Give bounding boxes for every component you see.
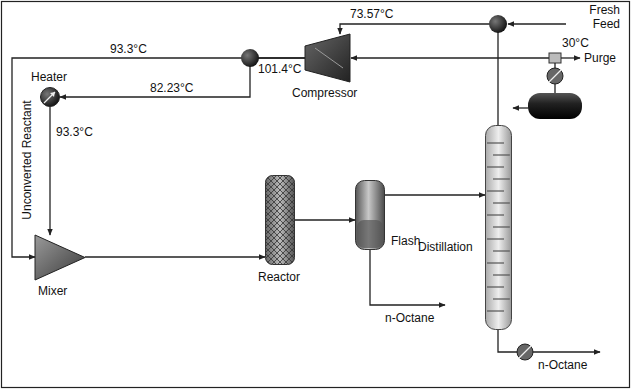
equipment-label: Flash (391, 234, 420, 248)
equipment-label: Heater (31, 70, 67, 84)
process-stream (60, 58, 305, 97)
equipment-node: Flash (355, 180, 385, 250)
equipment-node: Reactor (265, 175, 295, 265)
equipment-symbol (485, 125, 512, 330)
equipment-node: Heater (40, 87, 60, 107)
condenser (547, 68, 563, 84)
equipment-node: Compressor (305, 34, 350, 82)
flash-outlet (370, 250, 445, 305)
purge-line (561, 57, 580, 58)
process-stream (12, 58, 305, 257)
reflux-drum (528, 93, 582, 119)
condenser-arrow (549, 70, 561, 82)
stream-label: n-Octane (538, 358, 587, 372)
equipment-label: Reactor (258, 270, 300, 284)
recycle-line (351, 57, 549, 58)
stream-label: n-Octane (385, 311, 434, 325)
stream-label: 30°C (562, 36, 589, 50)
process-stream (85, 256, 265, 257)
stream-label: Purge (584, 51, 616, 65)
equipment-label: Mixer (38, 284, 67, 298)
stream-label: 93.3°C (110, 42, 147, 56)
equipment-symbol (305, 34, 350, 82)
reflux-line (513, 107, 528, 108)
equipment-node: Distillation (485, 125, 512, 330)
equipment-label: Compressor (292, 86, 357, 100)
process-stream (385, 194, 485, 195)
stream-label: Fresh Feed (574, 3, 620, 31)
purge-tee (549, 53, 561, 63)
equipment-symbol (355, 180, 385, 250)
cooler-arrow (519, 346, 531, 358)
equipment-node: Mixer (35, 235, 85, 280)
bottoms-line (498, 330, 600, 352)
equipment-symbol (35, 235, 85, 280)
mixing-point (489, 15, 507, 33)
feed-line (508, 23, 566, 24)
equipment-symbol (40, 87, 60, 107)
process-stream (340, 24, 498, 125)
bottoms-cooler (517, 344, 533, 360)
stream-label: 93.3°C (56, 125, 93, 139)
process-stream (49, 107, 50, 235)
stream-label-vertical: Unconverted Reactant (19, 100, 33, 219)
process-stream (295, 219, 355, 220)
equipment-symbol (265, 175, 295, 265)
stream-label: 73.57°C (350, 7, 394, 21)
equipment-label: Distillation (418, 240, 473, 254)
stream-label: 101.4°C (258, 62, 302, 76)
splitter (241, 49, 259, 67)
stream-label: 82.23°C (150, 81, 194, 95)
